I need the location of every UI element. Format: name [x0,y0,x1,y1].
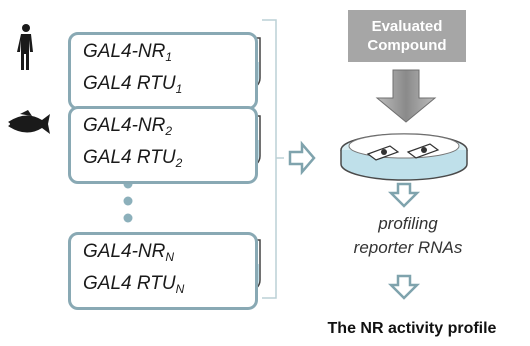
construct-rtu-1: GAL4 RTU1 [83,73,255,96]
arrow-down-hollow-2 [387,274,421,300]
compound-label-line2: Compound [367,37,447,54]
rtu-label: GAL4 RTU [83,273,176,294]
compound-label-line1: Evaluated [371,18,443,35]
reporter-rnas-label: reporter RNAs [353,238,463,257]
construct-box-2: GAL4-NR2 GAL4 RTU2 [68,106,258,184]
rtu-subscript: 1 [175,82,183,96]
human-icon [17,24,33,70]
construct-nr-2: GAL4-NR2 [83,115,255,138]
construct-rtu-2: GAL4 RTU2 [83,147,255,170]
rtu-subscript: N [175,282,185,296]
nr-subscript: N [165,250,175,264]
ellipsis-dots [123,179,133,223]
nr-label: GAL4-NR [83,41,166,62]
construct-rtu-n: GAL4 RTUN [83,273,255,296]
nr-label: GAL4-NR [83,115,166,136]
bracket [262,19,284,299]
nr-subscript: 2 [165,124,173,138]
nr-subscript: 1 [165,50,173,64]
compound-arrow-down [375,69,437,123]
arrow-down-hollow-1 [387,182,421,208]
petri-dish-icon [340,133,468,181]
construct-nr-1: GAL4-NR1 [83,41,255,64]
rtu-subscript: 2 [175,156,183,170]
construct-box-1: GAL4-NR1 GAL4 RTU1 [68,32,258,110]
nr-label: GAL4-NR [83,241,166,262]
construct-nr-n: GAL4-NRN [83,241,255,264]
evaluated-compound-box: Evaluated Compound [348,10,466,62]
rtu-label: GAL4 RTU [83,147,176,168]
rtu-label: GAL4 RTU [83,73,176,94]
arrow-right-hollow [288,140,316,176]
result-label: The NR activity profile [327,320,497,337]
fish-icon [8,110,50,134]
profiling-label: profiling [378,214,438,233]
construct-box-n: GAL4-NRN GAL4 RTUN [68,232,258,310]
